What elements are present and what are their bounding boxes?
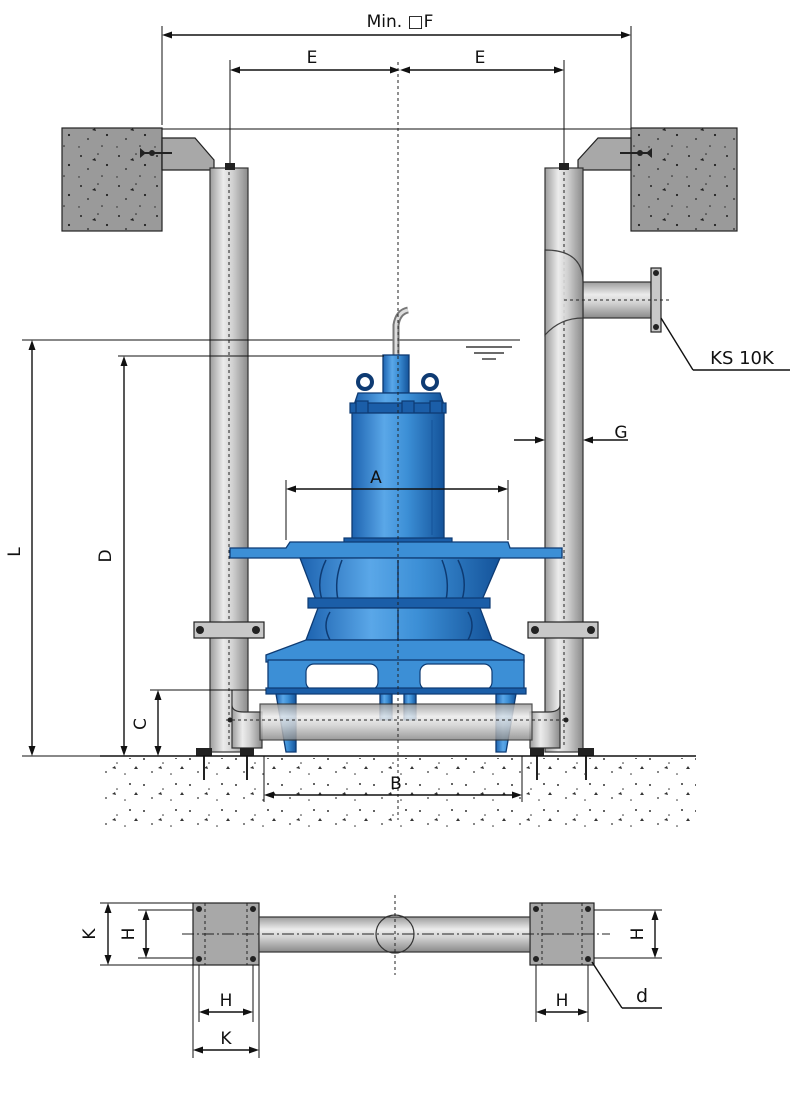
l-label: L	[5, 547, 25, 557]
dimension-h-right: H	[594, 909, 662, 959]
h-bottom-left-label: H	[220, 991, 233, 1011]
submersible-pump	[229, 306, 563, 753]
dimension-g: G	[514, 423, 628, 444]
c-label: C	[131, 718, 151, 730]
dimension-h-left: H	[119, 909, 193, 959]
guide-bracket-left	[140, 137, 215, 171]
ks-10k-callout: KS 10K	[660, 317, 790, 371]
water-level	[50, 339, 520, 360]
min-f-label: Min. □F	[367, 12, 434, 32]
ks-10k-label: KS 10K	[710, 348, 775, 369]
d-label: D	[96, 549, 116, 562]
dimension-h-bottom-left: H	[198, 965, 254, 1022]
guide-bracket-right	[577, 137, 652, 171]
dimension-b: B	[263, 756, 523, 802]
dimension-d: D	[96, 355, 384, 756]
h-left-label: H	[119, 928, 139, 941]
dimension-min-f: Min. □F	[161, 12, 632, 128]
guide-pipe-right	[527, 163, 599, 753]
dimension-l: L	[5, 339, 100, 757]
a-label: A	[370, 468, 382, 488]
b-label: B	[390, 774, 402, 794]
e-left-label: E	[307, 48, 318, 68]
discharge-pipe	[544, 249, 670, 337]
dimension-k-bottom: K	[192, 965, 260, 1058]
plan-view	[182, 895, 610, 975]
dimension-e: E E	[229, 48, 565, 165]
dimension-c: C	[131, 689, 266, 756]
guide-pipe-left	[193, 163, 265, 753]
ground-floor	[100, 755, 696, 828]
concrete-block-right	[630, 127, 738, 232]
bolt-d-callout: d	[591, 961, 662, 1009]
dimension-h-bottom-right: H	[535, 965, 589, 1022]
concrete-block-left	[61, 127, 163, 232]
h-right-label: H	[628, 928, 648, 941]
h-bottom-right-label: H	[556, 991, 569, 1011]
k-left-label: K	[80, 928, 100, 940]
d-small-label: d	[636, 985, 648, 1007]
k-bottom-label: K	[220, 1029, 232, 1049]
e-right-label: E	[475, 48, 486, 68]
dimension-a: A	[285, 468, 509, 540]
dimension-k-left: K	[80, 902, 193, 966]
g-label: G	[614, 423, 627, 443]
base-pipe	[226, 703, 569, 741]
